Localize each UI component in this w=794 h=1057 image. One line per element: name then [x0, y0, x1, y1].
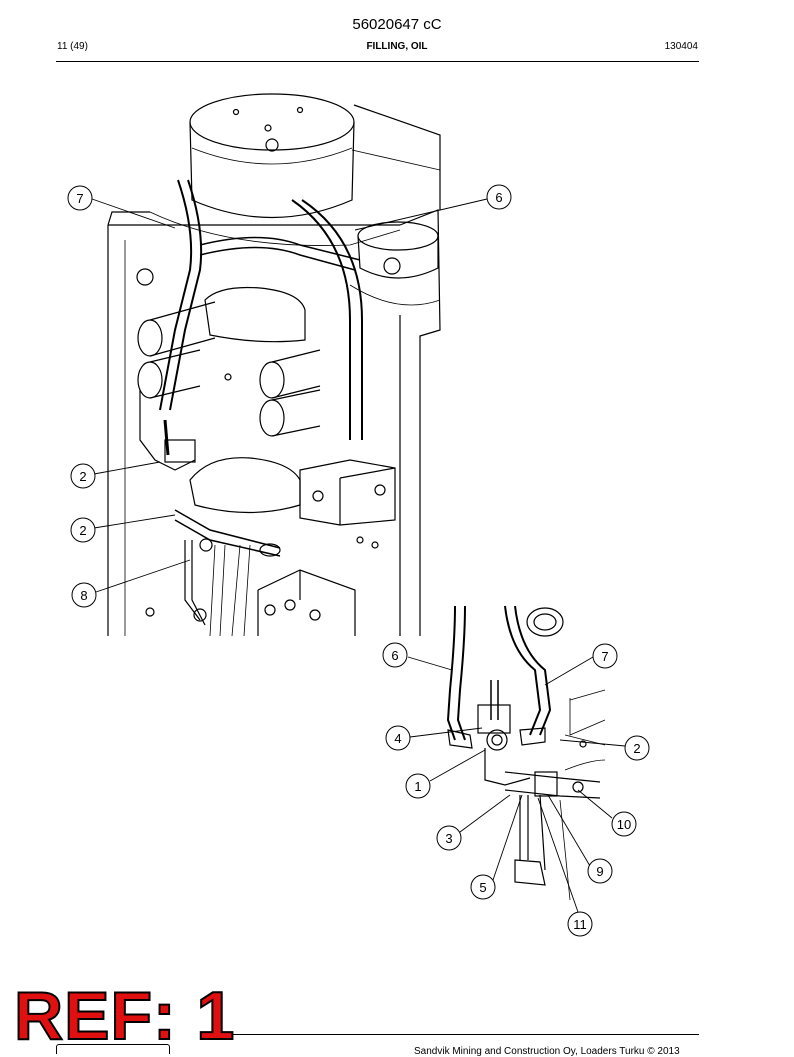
callout-label: 7 — [601, 649, 608, 664]
callout-7: 7 — [592, 643, 618, 669]
callout-2: 2 — [70, 463, 96, 489]
callout-2: 2 — [624, 735, 650, 761]
callout-10: 10 — [611, 811, 637, 837]
callout-label: 1 — [414, 779, 421, 794]
callout-7: 7 — [67, 185, 93, 211]
main-illustration — [107, 93, 441, 637]
callout-label: 7 — [76, 191, 83, 206]
callout-label: 6 — [391, 648, 398, 663]
callout-label: 2 — [79, 523, 86, 538]
callout-label: 3 — [445, 831, 452, 846]
callout-5: 5 — [470, 874, 496, 900]
footer-rule — [230, 1034, 699, 1035]
callout-label: 6 — [495, 190, 502, 205]
callout-3: 3 — [436, 825, 462, 851]
callout-label: 2 — [79, 469, 86, 484]
logo-fragment — [56, 1044, 170, 1054]
ref-stamp: REF: 1 — [13, 978, 236, 1054]
callout-label: 5 — [479, 880, 486, 895]
callout-6: 6 — [382, 642, 408, 668]
header-rule — [56, 61, 699, 62]
callout-11: 11 — [567, 911, 593, 937]
callout-1: 1 — [405, 773, 431, 799]
callout-circles: 7 6 2 2 8 6 7 4 2 1 10 3 9 5 11 — [67, 184, 650, 937]
document-id: 56020647 cC — [352, 16, 442, 33]
document-code: 130404 — [664, 41, 698, 52]
callout-label: 2 — [633, 741, 640, 756]
callout-2: 2 — [70, 517, 96, 543]
callout-label: 8 — [80, 588, 87, 603]
callout-8: 8 — [71, 582, 97, 608]
callout-4: 4 — [385, 725, 411, 751]
callout-6: 6 — [486, 184, 512, 210]
detail-illustration — [446, 605, 606, 901]
page-title: FILLING, OIL — [366, 41, 428, 52]
page-number: 11 (49) — [57, 41, 88, 52]
callout-label: 11 — [573, 917, 587, 932]
callout-9: 9 — [587, 858, 613, 884]
callout-leaders — [91, 198, 626, 913]
callout-label: 9 — [596, 864, 603, 879]
callout-label: 4 — [394, 731, 401, 746]
footer-copyright: Sandvik Mining and Construction Oy, Load… — [414, 1046, 680, 1057]
callout-label: 10 — [617, 817, 631, 832]
